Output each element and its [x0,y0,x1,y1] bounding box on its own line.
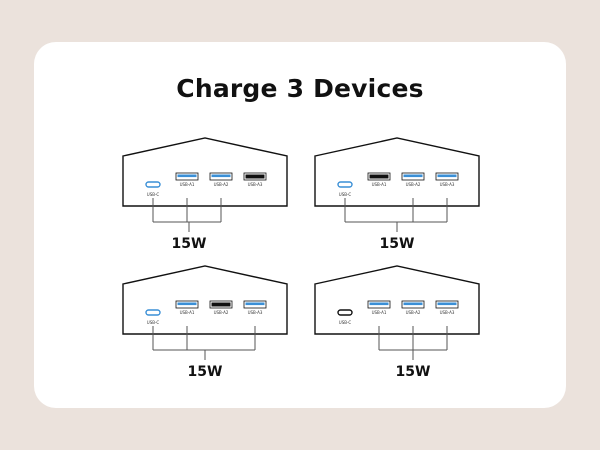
charger-panel: USB-C USB-A1 USB-A2 USB-A3 15W [314,137,480,252]
port-label: USB-A1 [180,182,195,187]
usb-a-port-contact [437,174,457,178]
usb-c-port-icon [145,181,161,188]
usb-c-port-icon [337,309,353,316]
usb-a-port-contact [177,302,197,306]
charger-panel: USB-C USB-A1 USB-A2 USB-A3 15W [314,265,480,380]
usb-a-port-contact [211,174,231,178]
usb-a-port-contact [245,174,265,179]
port-label: USB-A2 [406,182,421,187]
port-label: USB-C [147,192,160,197]
power-label: 15W [380,236,415,252]
port-label: USB-A3 [248,310,263,315]
hub-outline [314,265,480,335]
port-label: USB-A3 [248,182,263,187]
port-label: USB-C [339,192,352,197]
usb-a-port-contact [177,174,197,178]
hub-outline [122,137,288,207]
port-label: USB-A2 [214,310,229,315]
port-label: USB-A2 [214,182,229,187]
usb-a-port-contact [369,174,389,179]
power-label: 15W [396,364,431,380]
power-label: 15W [172,236,207,252]
usb-a-port-contact [403,174,423,178]
usb-a-port-contact [245,302,265,306]
port-label: USB-A1 [372,310,387,315]
charger-panel: USB-C USB-A1 USB-A2 USB-A3 15W [122,265,288,380]
usb-a-port-contact [369,302,389,306]
port-label: USB-A3 [440,310,455,315]
usb-a-port-contact [403,302,423,306]
page-title: Charge 3 Devices [176,74,424,103]
charger-panel: USB-C USB-A1 USB-A2 USB-A3 15W [122,137,288,252]
port-label: USB-C [339,320,352,325]
usb-c-port-icon [337,181,353,188]
port-label: USB-A1 [180,310,195,315]
usb-a-port-contact [437,302,457,306]
hub-outline [314,137,480,207]
port-label: USB-A1 [372,182,387,187]
usb-c-port-icon [145,309,161,316]
usb-a-port-contact [211,302,231,307]
power-label: 15W [188,364,223,380]
port-label: USB-C [147,320,160,325]
hub-outline [122,265,288,335]
port-label: USB-A3 [440,182,455,187]
port-label: USB-A2 [406,310,421,315]
